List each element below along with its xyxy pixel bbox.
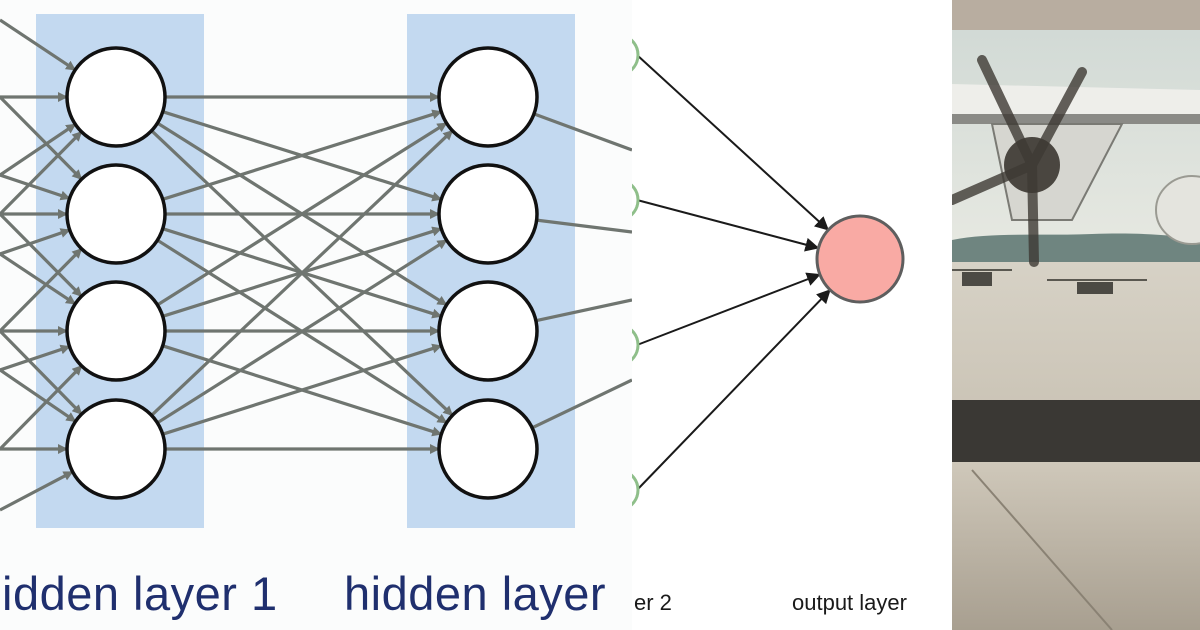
hidden2-to-output-edge bbox=[636, 54, 830, 231]
hidden2-outgoing-edge bbox=[536, 218, 632, 234]
hidden2-outgoing-edge bbox=[533, 112, 632, 152]
photo-illustration bbox=[952, 0, 1200, 630]
layer-connections-diagram bbox=[0, 14, 632, 528]
cropped-hidden-node bbox=[632, 473, 640, 507]
photo-wing-shadow bbox=[952, 114, 1200, 124]
cropped-hidden-node bbox=[632, 38, 640, 72]
hidden1-to-hidden2-edge bbox=[156, 238, 448, 425]
photo-wing bbox=[952, 84, 1200, 120]
input-to-hidden1-edge bbox=[0, 95, 83, 181]
photo-fuselage-side bbox=[1155, 175, 1200, 245]
hidden-layer-2-node bbox=[437, 280, 539, 382]
hidden-layer-2-node bbox=[437, 46, 539, 148]
hidden1-to-hidden2-edge bbox=[150, 129, 454, 417]
cropped-hidden-node bbox=[632, 328, 640, 362]
input-to-hidden1-edge bbox=[0, 252, 77, 306]
network-diagram-left: idden layer 1 hidden layer bbox=[0, 14, 632, 620]
input-to-hidden1-edge bbox=[0, 122, 77, 177]
input-to-hidden1-edge bbox=[0, 470, 74, 512]
hidden1-to-hidden2-edge bbox=[162, 109, 443, 201]
hidden-layer-1-node bbox=[65, 163, 167, 265]
input-to-hidden1-edge bbox=[0, 130, 83, 216]
input-to-hidden1-edge bbox=[0, 364, 83, 451]
photo-distant-aircraft bbox=[952, 269, 1147, 294]
hidden-layer-1-label: idden layer 1 bbox=[2, 567, 278, 620]
output-layer-label: output layer bbox=[792, 590, 907, 615]
hidden-layer-1-node bbox=[65, 46, 167, 148]
hidden-layer-1-node bbox=[65, 280, 167, 382]
photo-treeline bbox=[952, 233, 1200, 262]
hidden-layer-2-node bbox=[437, 163, 539, 265]
input-to-hidden1-edge bbox=[0, 173, 71, 201]
input-to-hidden1-edge bbox=[0, 212, 83, 298]
hidden1-to-hidden2-edge bbox=[162, 343, 443, 436]
input-to-hidden1-edge bbox=[0, 368, 77, 423]
photo-apron bbox=[952, 462, 1200, 630]
cropped-hidden-node bbox=[632, 183, 640, 217]
network-diagram-output: er 2 output layer bbox=[632, 0, 952, 630]
hidden2-to-output-edge bbox=[636, 199, 820, 252]
hidden2-to-output-edge bbox=[636, 289, 831, 491]
output-node bbox=[815, 214, 905, 304]
photo-fuselage-top bbox=[952, 0, 1200, 30]
input-to-hidden1-edge bbox=[0, 228, 71, 256]
hidden-layer-2-label-tail: er 2 bbox=[634, 590, 672, 615]
hidden-layer-2-node bbox=[437, 398, 539, 500]
hidden-layer-1-node bbox=[65, 398, 167, 500]
hidden2-to-output-edge bbox=[636, 272, 821, 346]
photo-propeller-blades bbox=[952, 55, 1087, 267]
input-to-hidden1-edge bbox=[0, 18, 77, 72]
photo-shadow-band bbox=[952, 400, 1200, 462]
input-to-hidden1-edge bbox=[0, 329, 83, 416]
hidden2-outgoing-edge bbox=[531, 378, 632, 430]
hidden2-outgoing-edge bbox=[535, 298, 632, 323]
photo-pavement-line bbox=[971, 469, 1113, 630]
input-to-hidden1-edge bbox=[0, 344, 71, 372]
hidden-layer-2-label: hidden layer bbox=[344, 567, 607, 620]
tiltrotor-aircraft-photo bbox=[952, 0, 1200, 630]
hidden1-to-hidden2-edge bbox=[156, 121, 448, 307]
output-connections-diagram bbox=[632, 38, 905, 507]
input-to-hidden1-edge bbox=[0, 247, 83, 333]
